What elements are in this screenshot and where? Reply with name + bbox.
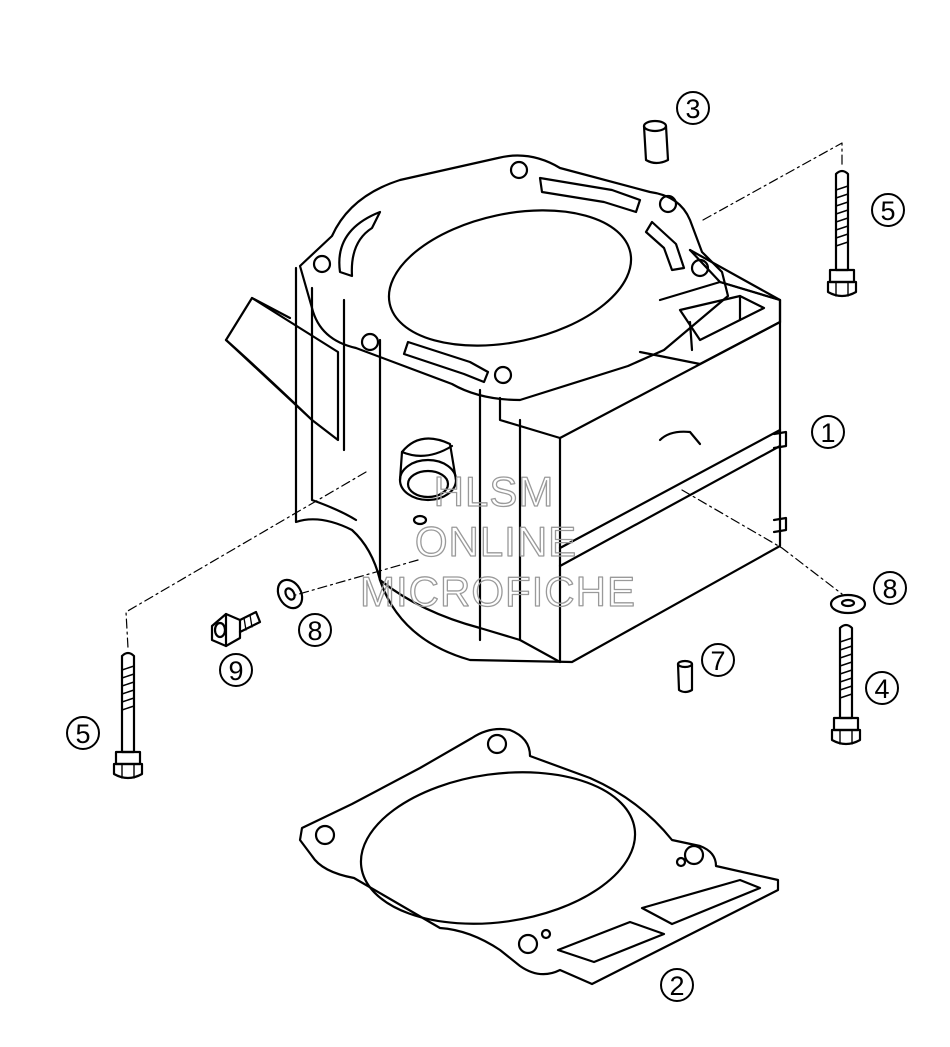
callout-label-8-left: 8 <box>307 616 322 646</box>
callouts <box>66 91 907 1002</box>
washer-right <box>829 593 867 615</box>
watermark-line-2: ONLINE <box>415 518 577 565</box>
callout-circle-1 <box>811 415 845 449</box>
alignment-lines <box>125 142 843 649</box>
callout-circle-8-right <box>873 571 907 605</box>
callout-circle-2 <box>660 968 694 1002</box>
callout-label-5-top: 5 <box>880 196 895 226</box>
stud-bolt-left <box>112 651 144 780</box>
washer-left <box>276 578 304 610</box>
base-gasket <box>298 727 780 986</box>
cylinder <box>224 154 788 664</box>
watermark: HLSM ONLINE MICROFICHE <box>359 467 636 615</box>
callout-circle-9 <box>219 653 253 687</box>
stud-bolt-top <box>826 169 858 298</box>
short-bolt-right <box>830 623 862 746</box>
callout-label-9: 9 <box>228 656 243 686</box>
small-bolt <box>210 610 262 648</box>
callout-label-1: 1 <box>820 418 835 448</box>
dowel-sleeve <box>642 119 670 165</box>
callout-label-8-right: 8 <box>882 574 897 604</box>
callout-circle-5-top <box>871 193 905 227</box>
callout-circle-4 <box>865 671 899 705</box>
callout-circle-3 <box>676 91 710 125</box>
callout-label-7: 7 <box>710 646 725 676</box>
small-pin <box>676 659 694 694</box>
callout-circle-5-left <box>66 716 100 750</box>
callout-circle-7 <box>701 643 735 677</box>
watermark-line-1: HLSM <box>434 468 555 515</box>
callout-label-5-left: 5 <box>75 719 90 749</box>
callout-circle-8-left <box>298 613 332 647</box>
callout-label-2: 2 <box>669 971 684 1001</box>
callout-label-3: 3 <box>685 94 700 124</box>
callout-label-4: 4 <box>874 674 889 704</box>
watermark-line-3: MICROFICHE <box>360 568 636 615</box>
